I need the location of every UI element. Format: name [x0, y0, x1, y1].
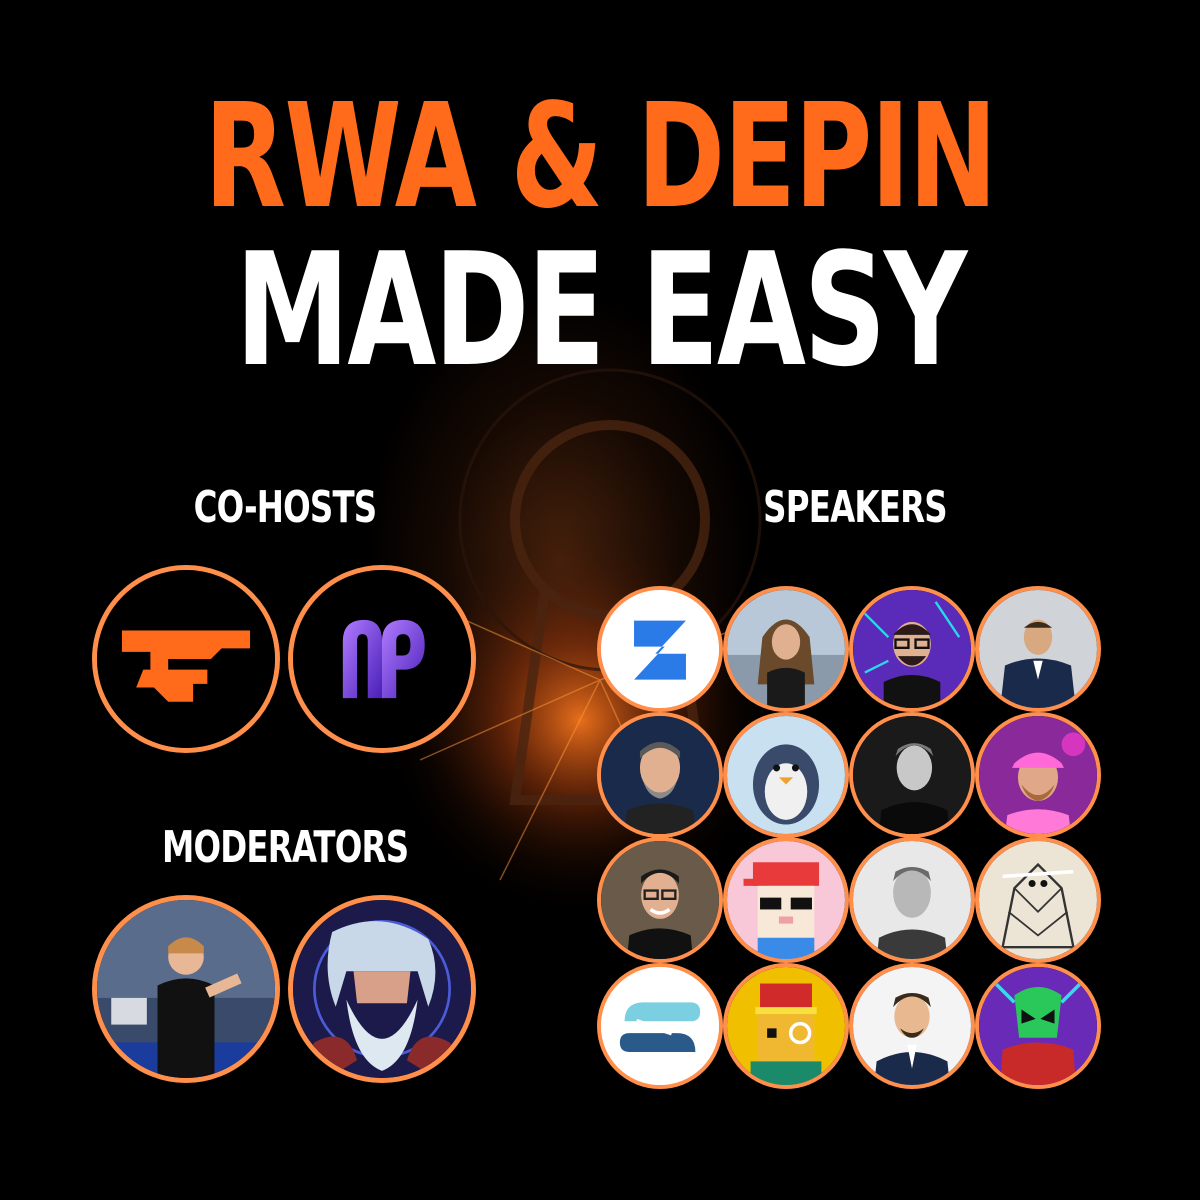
- bearded-wizard-avatar: [293, 900, 471, 1078]
- moderator-avatar-2[interactable]: [288, 895, 476, 1083]
- cohost-avatar-m[interactable]: [288, 565, 476, 753]
- pixel-cat-red-cap-avatar: [727, 841, 845, 959]
- man-pink-cap-avatar: [979, 716, 1097, 834]
- sketch-creature-avatar: [979, 841, 1097, 959]
- speaker-avatar-3[interactable]: [849, 586, 975, 712]
- title-line-1: RWA & DEPIN: [204, 72, 997, 240]
- man-grey-portrait-avatar: [853, 841, 971, 959]
- speaker-avatar-11[interactable]: [849, 837, 975, 963]
- purple-m-logo-icon: [293, 570, 471, 748]
- speaker-avatar-5[interactable]: [597, 712, 723, 838]
- speaker-avatar-4[interactable]: [975, 586, 1101, 712]
- man-suit-avatar: [979, 590, 1097, 708]
- speaker-on-stage-photo: [97, 900, 275, 1078]
- speaker-avatar-10[interactable]: [723, 837, 849, 963]
- moderator-avatar-1[interactable]: [92, 895, 280, 1083]
- man-glasses-purple-avatar: [853, 590, 971, 708]
- man-bw-portrait-avatar: [853, 716, 971, 834]
- speaker-avatar-1[interactable]: [597, 586, 723, 712]
- speaker-avatar-2[interactable]: [723, 586, 849, 712]
- speaker-avatar-12[interactable]: [975, 837, 1101, 963]
- forge-logo-icon: [97, 570, 275, 748]
- cartoon-man-suit-avatar: [853, 967, 971, 1085]
- penguin-avatar: [727, 716, 845, 834]
- pixel-cat-crown-avatar: [727, 967, 845, 1085]
- cloud-logo-icon: [601, 967, 719, 1085]
- moderators-heading: MODERATORS: [162, 822, 409, 873]
- man-smiling-avatar: [601, 716, 719, 834]
- speaker-avatar-15[interactable]: [849, 963, 975, 1089]
- speaker-avatar-13[interactable]: [597, 963, 723, 1089]
- cohost-avatar-forge[interactable]: [92, 565, 280, 753]
- title-line-2: MADE EASY: [235, 219, 967, 401]
- speakers-heading: SPEAKERS: [763, 482, 947, 533]
- cohosts-heading: CO-HOSTS: [193, 482, 377, 533]
- speaker-avatar-7[interactable]: [849, 712, 975, 838]
- woman-portrait-avatar: [727, 590, 845, 708]
- speaker-avatar-16[interactable]: [975, 963, 1101, 1089]
- man-glasses-smiling-avatar: [601, 841, 719, 959]
- speaker-avatar-8[interactable]: [975, 712, 1101, 838]
- speaker-avatar-6[interactable]: [723, 712, 849, 838]
- blue-z-logo-icon: [601, 590, 719, 708]
- speaker-avatar-9[interactable]: [597, 837, 723, 963]
- green-helmet-character-avatar: [979, 967, 1097, 1085]
- speaker-avatar-14[interactable]: [723, 963, 849, 1089]
